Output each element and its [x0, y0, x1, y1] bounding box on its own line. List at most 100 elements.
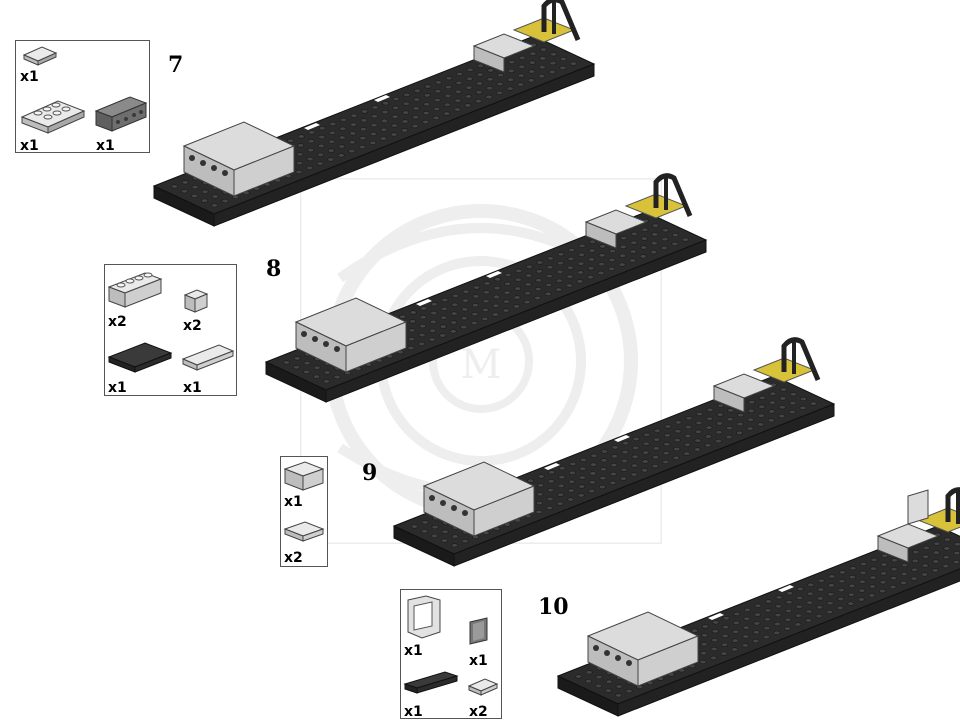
stud	[421, 520, 429, 525]
stud	[931, 568, 939, 573]
stud	[589, 471, 597, 476]
stud	[201, 189, 209, 194]
stud	[860, 561, 868, 567]
stud	[536, 501, 544, 506]
stud	[837, 587, 845, 593]
stud	[685, 416, 693, 421]
model-step-7	[152, 0, 596, 227]
stud	[578, 484, 586, 489]
stud	[534, 295, 542, 301]
stud	[775, 604, 783, 609]
stud	[555, 287, 563, 292]
stud	[450, 311, 458, 316]
stud	[323, 370, 331, 375]
stud	[408, 337, 416, 342]
part-qty: x1	[20, 69, 39, 85]
slot-tile	[416, 299, 432, 306]
stud	[329, 121, 337, 127]
stud	[598, 253, 606, 258]
stud	[933, 541, 941, 546]
stud	[538, 65, 546, 70]
stud	[589, 239, 597, 244]
stud	[778, 405, 786, 410]
stud	[848, 583, 856, 589]
stud	[307, 148, 315, 153]
stud	[910, 576, 918, 581]
rail-frame	[945, 487, 960, 522]
stud	[525, 273, 533, 278]
stud	[650, 241, 658, 246]
stud	[359, 127, 367, 132]
stud	[348, 140, 356, 145]
stud	[371, 105, 379, 110]
stud	[643, 432, 651, 437]
stud	[528, 60, 536, 65]
stud	[585, 670, 593, 675]
stud	[568, 479, 576, 484]
stud	[536, 492, 544, 497]
stud	[715, 430, 723, 435]
slot-tile	[304, 123, 320, 130]
stud	[444, 84, 452, 90]
stud	[651, 223, 659, 228]
parts-callout-step-7: x1 x1 x1	[15, 40, 150, 153]
stud	[615, 684, 623, 689]
technic-hole	[312, 336, 318, 342]
stud	[788, 409, 796, 415]
stud	[621, 458, 629, 464]
stud	[318, 134, 326, 140]
black-plate-1x6-icon	[403, 671, 459, 694]
stud	[470, 320, 478, 326]
stud	[778, 414, 786, 419]
stud	[191, 193, 199, 199]
stud	[817, 578, 825, 583]
stud	[641, 468, 649, 473]
stud	[211, 203, 219, 208]
stud	[430, 302, 438, 307]
stud	[799, 396, 807, 402]
stud	[283, 360, 291, 365]
stud	[453, 107, 461, 112]
stud	[785, 608, 793, 614]
stud	[537, 474, 545, 479]
stud	[460, 316, 468, 321]
light-gray-plate-2x2-icon	[283, 521, 325, 542]
stud	[514, 277, 522, 282]
stud	[870, 557, 878, 562]
stud	[943, 546, 951, 551]
stud	[569, 61, 577, 66]
stud	[805, 618, 813, 623]
technic-hole	[626, 660, 632, 666]
light-gray-plate-2x4-icon	[20, 100, 86, 134]
stud	[369, 131, 377, 137]
stud	[641, 459, 649, 464]
stud	[799, 405, 807, 410]
stud	[725, 434, 733, 440]
stud	[409, 310, 417, 315]
stud	[537, 483, 545, 488]
stud	[847, 601, 855, 606]
stud	[683, 451, 691, 456]
stud	[401, 119, 409, 124]
technic-hole	[189, 155, 195, 161]
stud	[722, 616, 730, 621]
model-step-8	[264, 173, 708, 403]
stud	[472, 294, 480, 299]
stud	[752, 639, 760, 644]
stud	[608, 257, 616, 263]
stud	[211, 194, 219, 199]
stud	[889, 584, 897, 590]
stud	[412, 106, 420, 111]
stud	[650, 250, 658, 255]
stud	[642, 441, 650, 446]
stud	[631, 463, 639, 468]
stud	[348, 149, 356, 154]
stud	[721, 642, 729, 647]
stud	[953, 542, 960, 547]
stud	[605, 679, 613, 684]
stud	[757, 422, 765, 427]
stud	[890, 567, 898, 572]
stud	[660, 245, 668, 251]
window-frame	[907, 489, 929, 525]
stud	[796, 595, 804, 601]
